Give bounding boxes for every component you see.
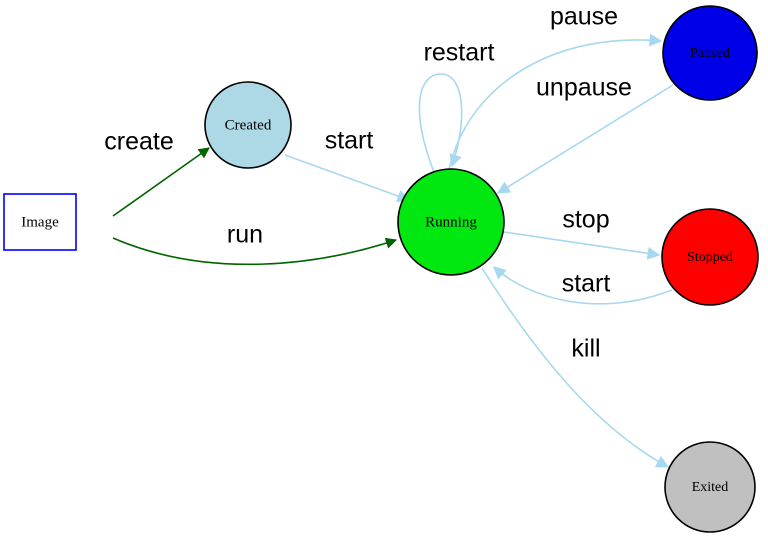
edge-create-path — [112, 147, 210, 217]
edge-stop: stop — [503, 206, 661, 260]
node-exited[interactable]: Exited — [664, 441, 756, 533]
node-paused[interactable]: Paused — [662, 5, 758, 101]
edge-start-created-running-path — [284, 154, 411, 203]
node-created-shape — [204, 81, 292, 169]
edge-pause-label: pause — [550, 3, 618, 31]
edge-kill-label: kill — [571, 335, 600, 363]
node-created-label: Created — [225, 117, 272, 133]
node-created[interactable]: Created — [204, 81, 292, 169]
edge-restart: restart — [418, 39, 495, 173]
node-stopped-label: Stopped — [687, 250, 733, 265]
edge-run-label: run — [227, 221, 263, 249]
node-image-label: Image — [21, 214, 59, 230]
edge-run: run — [112, 221, 398, 266]
node-stopped-shape — [661, 208, 759, 306]
edge-unpause: unpause — [496, 74, 674, 194]
edge-stop-path — [503, 231, 661, 260]
edge-start-stopped-running: start — [493, 266, 673, 305]
node-image[interactable]: Image — [3, 193, 77, 251]
edge-start-stopped-running-path — [493, 266, 673, 305]
edge-kill: kill — [481, 267, 670, 468]
node-paused-label: Paused — [690, 46, 730, 61]
node-exited-label: Exited — [692, 480, 729, 495]
edge-pause-path — [448, 33, 663, 170]
edge-restart-label: restart — [424, 39, 495, 67]
edge-start-created-running-label: start — [325, 127, 374, 155]
edge-stop-label: stop — [562, 206, 609, 234]
edge-pause: pause — [448, 3, 663, 170]
edge-unpause-label: unpause — [536, 74, 632, 102]
edge-unpause-path — [496, 84, 674, 194]
node-running[interactable]: Running — [397, 168, 505, 276]
edge-create: create — [104, 128, 210, 217]
node-running-label: Running — [425, 214, 477, 230]
node-running-shape — [397, 168, 505, 276]
edge-create-label: create — [104, 128, 173, 156]
edge-start-stopped-running-label: start — [562, 270, 611, 298]
edge-start-created-running: start — [284, 127, 411, 203]
node-stopped[interactable]: Stopped — [661, 208, 759, 306]
edge-restart-path — [418, 73, 463, 173]
edge-run-path — [112, 237, 398, 266]
node-exited-shape — [664, 441, 756, 533]
node-image-shape — [3, 193, 77, 251]
node-paused-shape — [662, 5, 758, 101]
edge-kill-path — [481, 267, 670, 468]
